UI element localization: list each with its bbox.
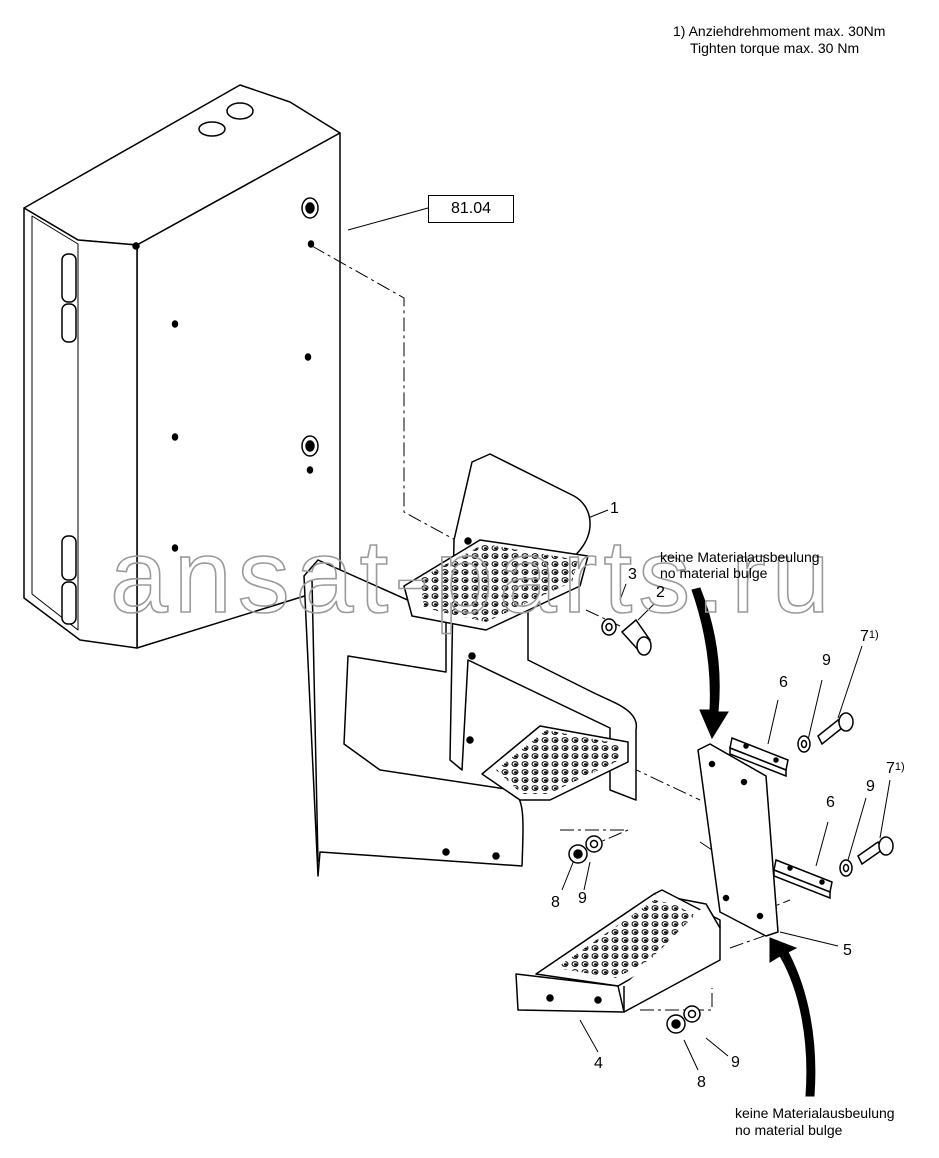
callout-6-lower: 6 — [826, 794, 835, 811]
bulge-note-top-german: keine Materialausbeulung — [660, 549, 820, 565]
reference-box: 81.04 — [428, 195, 514, 223]
screw-2 — [620, 618, 652, 656]
torque-note-german: 1) Anziehdrehmoment max. 30Nm — [673, 23, 886, 39]
torque-note-english: Tighten torque max. 30 Nm — [690, 40, 860, 56]
bulge-note-top-english: no material bulge — [660, 565, 768, 581]
callout-1: 1 — [610, 500, 619, 517]
washers-9-bottom — [585, 835, 701, 1023]
callout-7-upper-number: 7 — [860, 628, 869, 645]
callout-7-lower-footnote: 1) — [894, 761, 905, 773]
screws-7 — [817, 712, 894, 866]
arrow-top — [691, 587, 729, 740]
leader-lines — [347, 207, 891, 1071]
step-bracket — [303, 453, 637, 877]
callout-4: 4 — [594, 1055, 603, 1072]
bulge-note-bottom-german: keine Materialausbeulung — [735, 1105, 895, 1121]
callout-9-lower-right: 9 — [866, 778, 875, 795]
callout-7-lower-number: 7 — [886, 760, 895, 777]
washer-3 — [601, 618, 617, 636]
watermark-text: ansat-parts.ru — [110, 519, 836, 635]
mounting-plate — [697, 743, 779, 937]
callout-8-lower: 8 — [697, 1074, 706, 1091]
callout-3: 3 — [628, 566, 637, 583]
callout-6-upper: 6 — [779, 674, 788, 691]
callout-2: 2 — [656, 584, 665, 601]
clamp-strips — [729, 736, 833, 900]
callout-9-step: 9 — [731, 1054, 740, 1071]
callout-9-upper-right: 9 — [822, 652, 831, 669]
callout-7-upper-footnote: 1) — [868, 629, 879, 641]
cabinet — [23, 84, 341, 649]
reference-label: 81.04 — [450, 200, 492, 217]
step-4 — [515, 889, 721, 1013]
callout-9-bracket: 9 — [578, 890, 587, 907]
callout-7-lower: 71) — [886, 760, 905, 778]
arrow-bottom — [769, 937, 816, 1097]
callout-8-upper: 8 — [551, 894, 560, 911]
washers-9-right — [797, 735, 853, 877]
bulge-note-bottom-english: no material bulge — [735, 1122, 843, 1138]
nuts-8 — [568, 844, 686, 1034]
callout-5: 5 — [843, 942, 852, 959]
callout-7-upper: 71) — [860, 628, 879, 646]
